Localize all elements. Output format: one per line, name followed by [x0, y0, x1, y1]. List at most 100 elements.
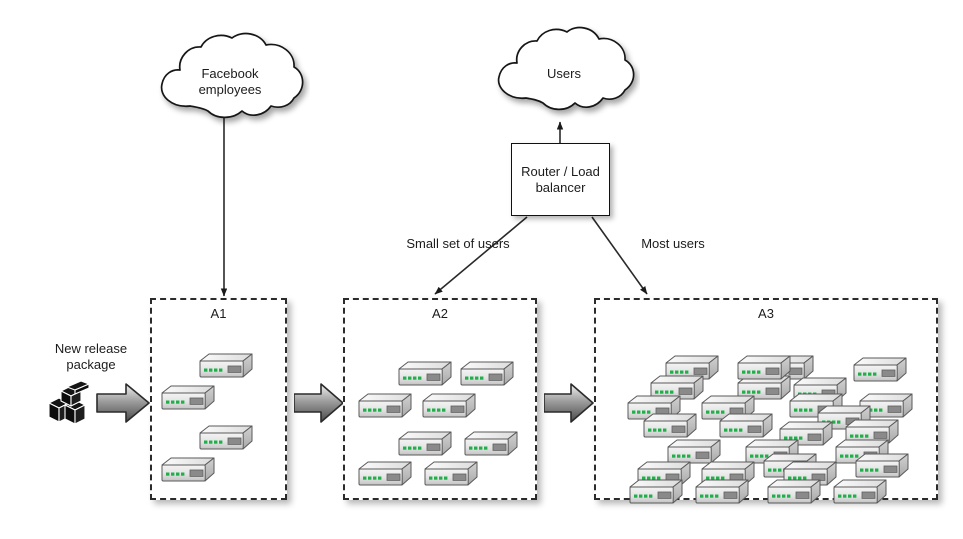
server-icon — [766, 478, 822, 505]
edge-label-most-users: Most users — [641, 236, 705, 251]
server-icon — [357, 392, 413, 419]
group-box-a2-title: A2 — [432, 306, 448, 321]
server-led-lights — [670, 370, 689, 374]
server-drive-slot — [426, 443, 441, 451]
connector-router-to-a3 — [591, 216, 648, 295]
server-drive-slot — [488, 373, 503, 381]
group-box-a2[interactable]: A2 — [343, 298, 537, 500]
server-led-lights — [724, 428, 743, 432]
server-icon — [628, 478, 684, 505]
server-led-lights — [838, 494, 857, 498]
server-icon — [198, 424, 254, 451]
server-drive-slot — [873, 431, 888, 439]
server-drive-slot — [189, 469, 204, 477]
server-icon — [421, 392, 477, 419]
cloud-shape — [160, 32, 304, 119]
arrow-shape — [544, 383, 594, 423]
server-icon — [666, 438, 722, 465]
group-box-a1-title: A1 — [210, 306, 227, 321]
server-drive-slot — [883, 465, 898, 473]
arrow-shape — [294, 383, 344, 423]
cloud-users: Users — [488, 22, 640, 120]
arrow-shape — [96, 383, 150, 423]
server-drive-slot — [386, 473, 401, 481]
server-drive-slot — [450, 405, 465, 413]
server-drive-slot — [227, 437, 242, 445]
router-load-balancer-label: Router / Load balancer — [521, 163, 600, 195]
server-drive-slot — [747, 425, 762, 433]
server-icon — [694, 478, 750, 505]
server-led-lights — [750, 454, 769, 458]
server-led-lights — [788, 476, 807, 480]
server-drive-slot — [189, 397, 204, 405]
server-drive-slot — [386, 405, 401, 413]
server-icon — [459, 360, 515, 387]
server-led-lights — [204, 368, 223, 372]
server-drive-slot — [807, 433, 822, 441]
cloud-facebook-employees-label: Facebook employees — [198, 66, 262, 97]
group-box-a3-title: A3 — [758, 306, 774, 321]
server-led-lights — [706, 476, 725, 480]
server-led-lights — [672, 454, 691, 458]
server-drive-slot — [723, 491, 738, 499]
server-led-lights — [655, 390, 674, 394]
server-led-lights — [204, 440, 223, 444]
server-led-lights — [427, 408, 446, 412]
server-icon — [664, 354, 720, 381]
server-icon — [397, 430, 453, 457]
server-led-lights — [700, 494, 719, 498]
server-icon — [852, 356, 908, 383]
block-arrow-package-to-a1 — [96, 382, 150, 424]
server-led-lights — [166, 472, 185, 476]
boxes-package-icon — [47, 381, 97, 427]
server-led-lights — [363, 476, 382, 480]
server-icon — [718, 412, 774, 439]
server-led-lights — [860, 468, 879, 472]
block-arrow-a1-to-a2 — [294, 382, 344, 424]
server-icon — [160, 456, 216, 483]
server-icon — [198, 352, 254, 379]
server-icon — [357, 460, 413, 487]
server-icon — [423, 460, 479, 487]
server-icon — [832, 478, 888, 505]
server-led-lights — [469, 446, 488, 450]
server-drive-slot — [861, 491, 876, 499]
server-led-lights — [742, 390, 761, 394]
server-led-lights — [858, 372, 877, 376]
server-drive-slot — [693, 367, 708, 375]
server-led-lights — [465, 376, 484, 380]
server-led-lights — [850, 434, 869, 438]
server-led-lights — [403, 446, 422, 450]
server-icon — [844, 418, 900, 445]
server-drive-slot — [765, 387, 780, 395]
server-drive-slot — [227, 365, 242, 373]
server-led-lights — [784, 436, 803, 440]
new-release-package-label: New release package — [54, 341, 128, 372]
server-led-lights — [706, 410, 725, 414]
server-led-lights — [840, 454, 859, 458]
server-led-lights — [642, 476, 661, 480]
cloud-facebook-employees: Facebook employees — [150, 28, 310, 128]
server-drive-slot — [492, 443, 507, 451]
server-icon — [642, 412, 698, 439]
server-led-lights — [403, 376, 422, 380]
server-led-lights — [794, 408, 813, 412]
server-drive-slot — [426, 373, 441, 381]
router-load-balancer-box[interactable]: Router / Load balancer — [511, 143, 610, 216]
connector-router-to-a2 — [434, 216, 528, 295]
server-drive-slot — [671, 425, 686, 433]
server-icon — [160, 384, 216, 411]
group-box-a3[interactable]: A3 — [594, 298, 938, 504]
server-icon — [854, 452, 910, 479]
server-icon — [736, 354, 792, 381]
server-drive-slot — [452, 473, 467, 481]
server-drive-slot — [887, 405, 902, 413]
server-led-lights — [648, 428, 667, 432]
edge-label-small-set-of-users: Small set of users — [406, 236, 510, 251]
server-led-lights — [166, 400, 185, 404]
cloud-users-label: Users — [547, 66, 581, 81]
server-led-lights — [363, 408, 382, 412]
server-led-lights — [742, 370, 761, 374]
group-box-a1[interactable]: A1 — [150, 298, 287, 500]
